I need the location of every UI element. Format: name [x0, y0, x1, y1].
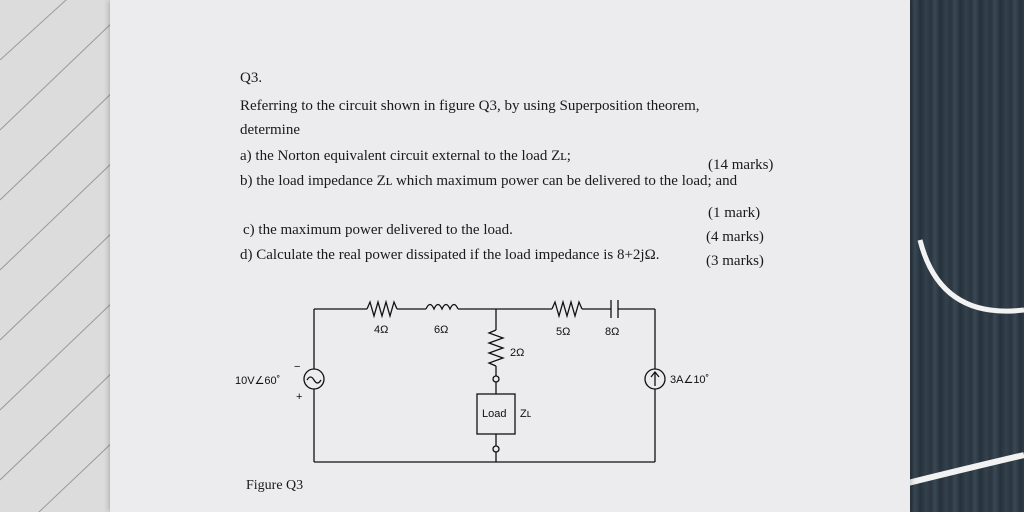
white-cable	[900, 239, 1024, 488]
resistor-4ohm	[366, 299, 398, 319]
label-voltage-source: 10V∠60˚	[235, 375, 280, 387]
question-sheet	[110, 0, 910, 512]
question-number: Q3.	[240, 70, 263, 86]
label-5ohm: 5Ω	[556, 326, 570, 338]
load-impedance-label: Zʟ	[520, 408, 532, 420]
label-8ohm: 8Ω	[605, 326, 619, 338]
part-b-text: b) the load impedance Zʟ which maximum p…	[240, 173, 738, 189]
part-d-marks: (3 marks)	[706, 253, 764, 269]
label-current-source: 3A∠10˚	[670, 374, 709, 386]
voltage-minus: −	[294, 361, 300, 373]
part-c-marks: (4 marks)	[706, 229, 764, 245]
load-label: Load	[482, 408, 506, 420]
label-2ohm: 2Ω	[510, 347, 524, 359]
voltage-plus: +	[296, 391, 302, 403]
question-intro-line2: determine	[240, 122, 300, 138]
part-a-text: a) the Norton equivalent circuit externa…	[240, 148, 571, 164]
label-4ohm: 4Ω	[374, 324, 388, 336]
part-d-text: d) Calculate the real power dissipated i…	[240, 247, 660, 263]
part-a-marks: (14 marks)	[708, 157, 774, 173]
inductor-6ohm	[425, 303, 459, 311]
label-6ohm: 6Ω	[434, 324, 448, 336]
part-b-marks: (1 mark)	[708, 205, 761, 221]
resistor-2ohm	[487, 329, 505, 367]
background-hatching	[0, 0, 116, 512]
part-c-text: c) the maximum power delivered to the lo…	[243, 222, 513, 238]
resistor-5ohm	[551, 299, 583, 319]
figure-caption: Figure Q3	[246, 478, 304, 493]
question-intro-line1: Referring to the circuit shown in figure…	[240, 98, 700, 114]
